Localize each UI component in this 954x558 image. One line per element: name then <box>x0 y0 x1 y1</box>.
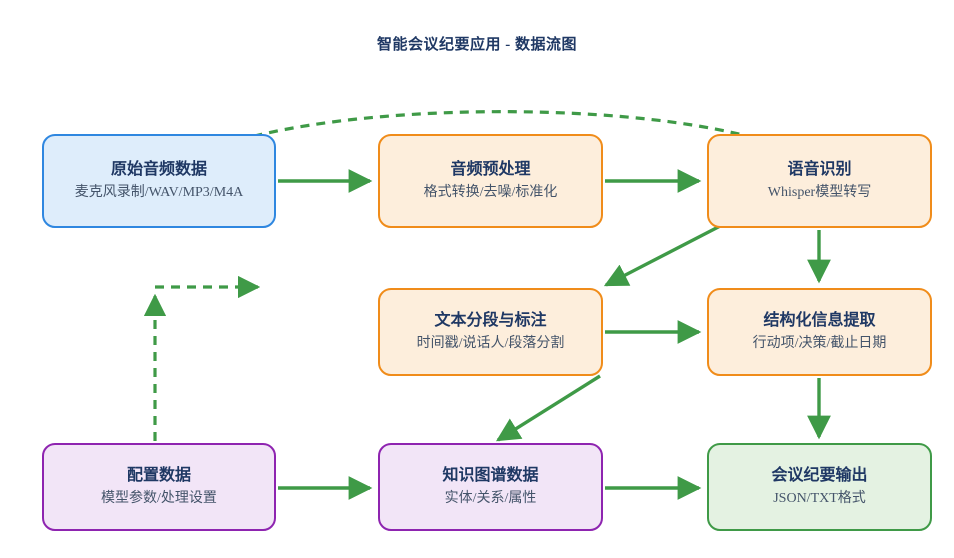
node-speech-recognition[interactable]: 语音识别 Whisper模型转写 <box>707 134 932 228</box>
node-audio-preprocess[interactable]: 音频预处理 格式转换/去噪/标准化 <box>378 134 603 228</box>
node-raw-audio[interactable]: 原始音频数据 麦克风录制/WAV/MP3/M4A <box>42 134 276 228</box>
node-raw-audio-subtitle: 麦克风录制/WAV/MP3/M4A <box>74 185 244 201</box>
node-config-data-title: 配置数据 <box>126 467 191 485</box>
node-minutes-output-subtitle: JSON/TXT格式 <box>773 491 866 507</box>
node-text-segmentation-subtitle: 时间戳/说话人/段落分割 <box>416 336 565 352</box>
node-knowledge-graph-data-subtitle: 实体/关系/属性 <box>444 491 537 507</box>
node-minutes-output[interactable]: 会议纪要输出 JSON/TXT格式 <box>707 443 932 531</box>
node-structured-extraction-subtitle: 行动项/决策/截止日期 <box>752 336 887 352</box>
node-speech-recognition-title: 语音识别 <box>787 161 852 179</box>
node-structured-extraction-title: 结构化信息提取 <box>763 312 876 330</box>
page-title: 智能会议纪要应用 - 数据流图 <box>377 37 577 53</box>
node-structured-extraction[interactable]: 结构化信息提取 行动项/决策/截止日期 <box>707 288 932 376</box>
node-audio-preprocess-subtitle: 格式转换/去噪/标准化 <box>423 185 558 201</box>
node-config-data-subtitle: 模型参数/处理设置 <box>101 491 217 507</box>
node-raw-audio-title: 原始音频数据 <box>110 161 207 179</box>
node-config-data[interactable]: 配置数据 模型参数/处理设置 <box>42 443 276 531</box>
node-text-segmentation[interactable]: 文本分段与标注 时间戳/说话人/段落分割 <box>378 288 603 376</box>
node-minutes-output-title: 会议纪要输出 <box>771 467 868 485</box>
node-text-segmentation-title: 文本分段与标注 <box>434 312 547 330</box>
edge-text-segment-to-kg-data <box>495 374 601 442</box>
node-speech-recognition-subtitle: Whisper模型转写 <box>767 185 872 201</box>
node-audio-preprocess-title: 音频预处理 <box>450 161 531 179</box>
node-knowledge-graph-data[interactable]: 知识图谱数据 实体/关系/属性 <box>378 443 603 531</box>
node-knowledge-graph-data-title: 知识图谱数据 <box>442 467 539 485</box>
